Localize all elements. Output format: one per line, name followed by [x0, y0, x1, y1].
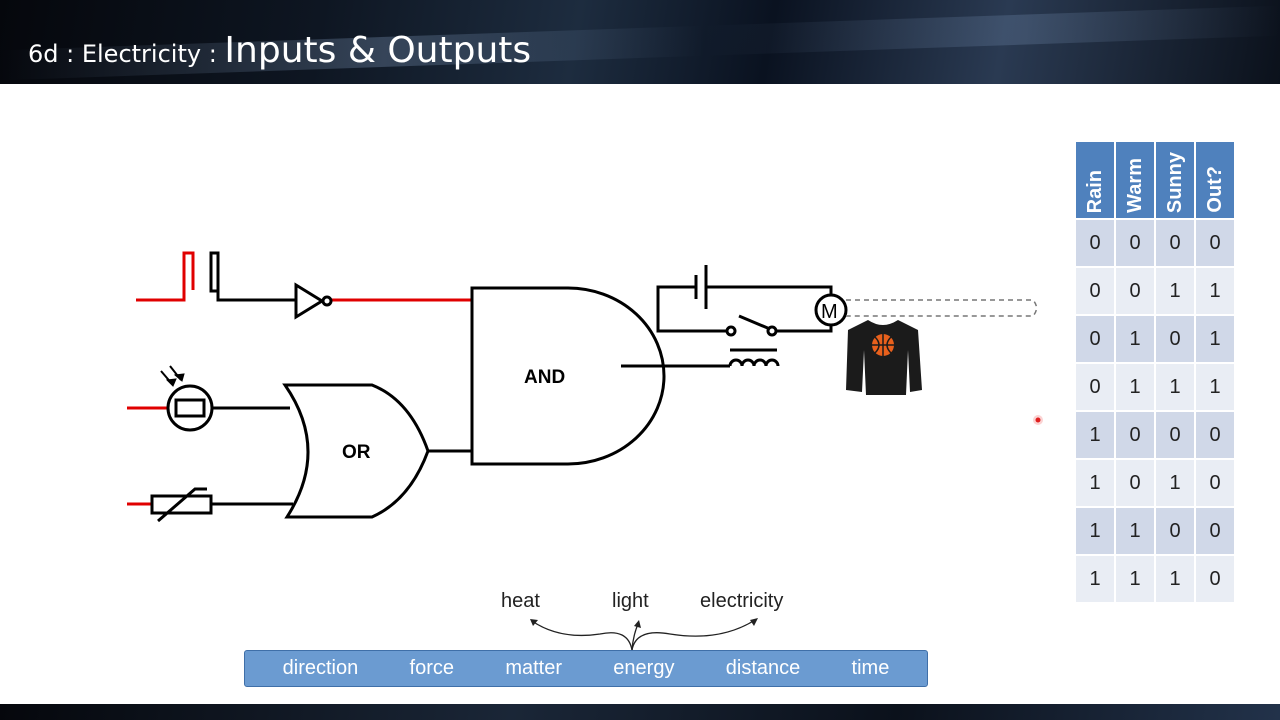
- title-prefix: 6d : Electricity :: [28, 40, 225, 68]
- table-cell: 0: [1156, 412, 1194, 458]
- and-gate-label: AND: [524, 367, 565, 388]
- word-force: force: [409, 657, 455, 679]
- table-cell: 0: [1196, 412, 1234, 458]
- table-cell: 0: [1076, 316, 1114, 362]
- truth-table-header-row: Rain Warm Sunny Out?: [1076, 142, 1234, 218]
- motor-icon: [814, 293, 848, 327]
- table-cell: 1: [1076, 556, 1114, 602]
- word-direction: direction: [282, 657, 359, 679]
- header-out: Out?: [1196, 142, 1234, 218]
- table-cell: 1: [1076, 412, 1114, 458]
- footer-bar: [0, 704, 1280, 720]
- table-cell: 1: [1116, 508, 1154, 554]
- motor-label: M: [821, 301, 838, 323]
- slide-title: 6d : Electricity : Inputs & Outputs: [28, 30, 531, 71]
- header-warm: Warm: [1116, 142, 1154, 218]
- table-cell: 0: [1076, 364, 1114, 410]
- output-circuit: [656, 265, 833, 337]
- table-cell: 1: [1156, 364, 1194, 410]
- energy-form-heat: heat: [501, 590, 540, 612]
- table-cell: 1: [1196, 364, 1234, 410]
- title-main: Inputs & Outputs: [224, 30, 532, 71]
- table-cell: 1: [1076, 508, 1114, 554]
- table-cell: 1: [1196, 268, 1234, 314]
- push-switch-icon: [209, 251, 296, 302]
- energy-arrows: [531, 619, 756, 651]
- table-cell: 0: [1076, 268, 1114, 314]
- table-cell: 0: [1156, 316, 1194, 362]
- word-time: time: [851, 657, 890, 679]
- table-cell: 1: [1156, 268, 1194, 314]
- or-gate: [282, 383, 473, 519]
- word-distance: distance: [725, 657, 801, 679]
- word-matter: matter: [505, 657, 562, 679]
- word-energy: energy: [613, 657, 675, 679]
- table-cell: 1: [1076, 460, 1114, 506]
- table-cell: 1: [1116, 556, 1154, 602]
- table-cell: 1: [1156, 556, 1194, 602]
- table-cell: 0: [1116, 268, 1154, 314]
- table-cell: 1: [1116, 316, 1154, 362]
- table-cell: 0: [1196, 556, 1234, 602]
- table-cell: 0: [1196, 508, 1234, 554]
- header-sunny: Sunny: [1156, 142, 1194, 218]
- energy-arrowheads: [530, 618, 758, 628]
- table-cell: 0: [1116, 220, 1154, 266]
- table-cell: 0: [1116, 460, 1154, 506]
- table-cell: 0: [1196, 460, 1234, 506]
- energy-form-electricity: electricity: [700, 590, 784, 612]
- sweater-icon: [846, 320, 922, 395]
- table-cell: 0: [1196, 220, 1234, 266]
- pointer-dot: [1033, 415, 1043, 425]
- header-rain: Rain: [1076, 142, 1114, 218]
- thermistor-icon: [150, 487, 293, 523]
- switch-input-wire: [136, 251, 195, 302]
- not-gate: [294, 282, 333, 320]
- ldr-icon: [160, 365, 290, 432]
- energy-form-light: light: [612, 590, 649, 612]
- table-cell: 0: [1156, 508, 1194, 554]
- table-cell: 0: [1116, 412, 1154, 458]
- table-cell: 1: [1196, 316, 1234, 362]
- motor-belt: [846, 299, 1038, 317]
- relay-coil-icon: [728, 348, 780, 367]
- word-bar: direction force matter energy distance t…: [244, 650, 928, 687]
- and-gate: [470, 286, 730, 466]
- title-bar: [0, 0, 1280, 84]
- table-cell: 0: [1076, 220, 1114, 266]
- input-wires: [127, 251, 472, 506]
- table-cell: 0: [1156, 220, 1194, 266]
- table-cell: 1: [1116, 364, 1154, 410]
- table-cell: 1: [1156, 460, 1194, 506]
- or-gate-label: OR: [342, 442, 371, 463]
